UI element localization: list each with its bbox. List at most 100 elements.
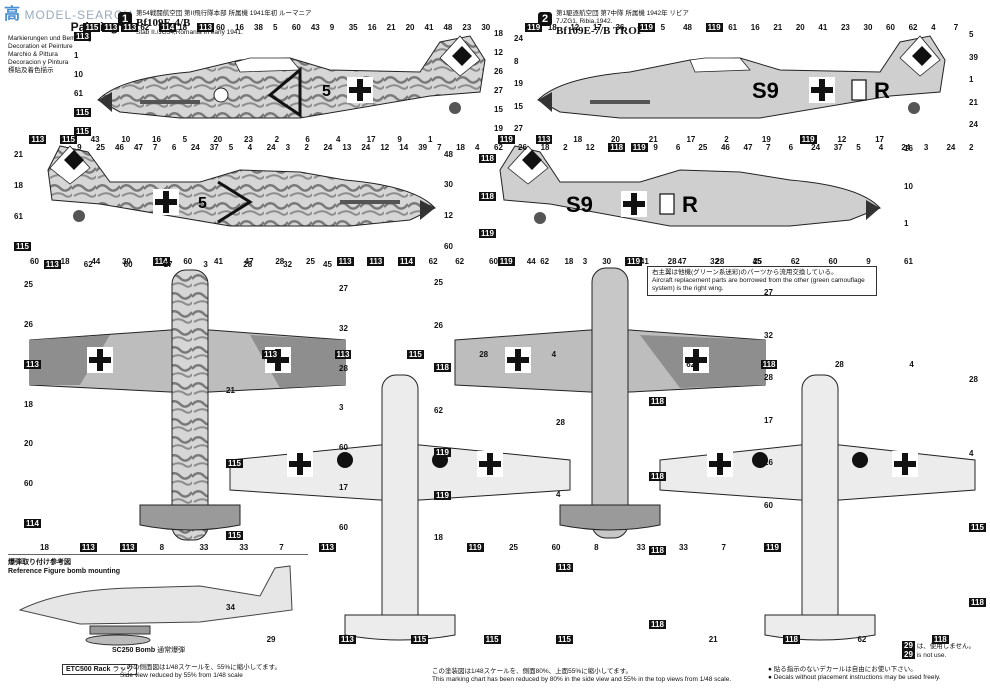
decal-callout: 18 — [573, 135, 583, 144]
decal-callout: 18 — [434, 533, 443, 543]
decal-callout: 119 — [434, 490, 451, 500]
decal-callout: 119 — [705, 23, 723, 32]
decal-callout: 18 — [60, 257, 70, 266]
decal-callout: 9 — [653, 143, 658, 152]
decal-callout: 119 — [466, 543, 484, 552]
decal-callout: 25 — [698, 143, 708, 152]
decal-callout: 47 — [677, 257, 687, 266]
s2-side2-code-right: R — [682, 192, 698, 217]
decal-callout: 33 — [636, 543, 646, 552]
decal-callout: 2 — [724, 135, 729, 144]
decal-callout: 62 — [494, 143, 503, 152]
decal-callout: 4 — [909, 360, 914, 369]
decal-callout: 23 — [462, 23, 472, 32]
decal-callout: 24 — [361, 143, 371, 152]
decal-callout: 37 — [833, 143, 843, 152]
decal-callout: 14 — [399, 143, 409, 152]
decal-callout: 28 — [667, 257, 677, 266]
legend-line-2: Marchio & Pittura — [8, 51, 58, 58]
decal-callout: 7 — [766, 143, 771, 152]
decal-callout: 118 — [649, 620, 666, 630]
decal-callout: 17 — [764, 415, 773, 425]
decal-callout: 20 — [405, 23, 415, 32]
decal-callout: 8 — [594, 543, 599, 552]
decal-callout: 28 — [834, 360, 844, 369]
decal-callout: 41 — [818, 23, 828, 32]
decal-callout: 18 — [24, 399, 33, 409]
decal-callout: 119 — [764, 543, 781, 552]
decal-callout: 113 — [262, 350, 280, 359]
decal-callout: 113 — [338, 635, 356, 644]
decal-callout: 10 — [904, 181, 913, 191]
decal-callout: 62 — [455, 257, 465, 266]
decal-callout: 7 — [721, 543, 726, 552]
s1-top-view — [29, 269, 346, 541]
decal-callout: 24 — [323, 143, 333, 152]
decal-callout: 17 — [366, 135, 376, 144]
decal-callout: 115 — [74, 127, 91, 137]
decal-callout: 21 — [14, 150, 23, 160]
decal-callout: 28 — [479, 350, 489, 359]
s2-side-code-right: R — [874, 78, 890, 103]
parts-note-en: Aircraft replacement parts are borrowed … — [652, 277, 865, 292]
decal-callout: 28 — [556, 417, 565, 427]
decal-callout: 113 — [29, 135, 47, 144]
decal-callout: 12 — [444, 211, 453, 220]
decal-callout: 18 — [547, 23, 557, 32]
bomb-scale: このの側面図は1/48スケールを、55%に縮小してます。 Side view r… — [120, 664, 281, 680]
unused-jp: は、使用しません。 — [916, 643, 976, 650]
legend-line-4: 標貼及着色描示 — [8, 67, 54, 74]
decal-callout: 16 — [152, 135, 161, 144]
decal-callout: 62 — [540, 257, 550, 266]
decal-callout: 27 — [494, 86, 503, 96]
legend-line-1: Decoration et Peinture — [8, 43, 73, 50]
decal-callout: 25 — [434, 278, 443, 288]
decal-callout: 26 — [434, 320, 443, 330]
decal-callout: 18 — [494, 29, 503, 39]
decal-callout: 113 — [74, 32, 91, 42]
decal-callout: 30 — [602, 257, 612, 266]
decal-callout: 25 — [96, 143, 105, 152]
decal-callout: 61 — [728, 23, 738, 32]
decal-callout: 62 — [908, 23, 918, 32]
decal-callout: 26 — [518, 143, 527, 152]
unused-en: is not use. — [916, 652, 947, 659]
decal-callout: 4 — [969, 449, 974, 459]
decal-callout: 60 — [764, 500, 773, 510]
s1-bottom-view — [229, 374, 571, 641]
decal-callout: 119 — [497, 135, 515, 144]
decal-callout: 62 — [140, 23, 150, 32]
decal-callout: 118 — [479, 191, 496, 201]
decal-callout: 113 — [79, 543, 97, 552]
s1-side-code: 5 — [322, 83, 331, 100]
sc250-name: SC250 Bomb — [112, 647, 156, 654]
decal-callout: 114 — [159, 23, 177, 32]
decal-callout: 41 — [424, 23, 434, 32]
decal-callout: 5 — [856, 143, 861, 152]
decal-callout: 23 — [840, 23, 850, 32]
scheme2-header: 第1駆逐航空団 第7中隊 所属機 1942年 リビア 7./ZG1, Ribia… — [556, 10, 796, 37]
decal-callout: 4 — [336, 135, 341, 144]
s2-side2-code-left: S9 — [566, 192, 593, 217]
decal-callout: 12 — [837, 135, 847, 144]
s2-bottom-view — [659, 374, 976, 641]
etc-name: ETC500 Rack — [66, 666, 111, 673]
decal-callout: 30 — [481, 23, 491, 32]
decal-callout: 18 — [178, 23, 188, 32]
decal-callout: 113 — [121, 23, 139, 32]
decal-callout: 9 — [77, 143, 82, 152]
decal-callout: 20 — [611, 135, 620, 144]
decal-callout: 38 — [254, 23, 263, 32]
decal-callout: 15 — [514, 101, 523, 111]
decal-callout: 60 — [24, 479, 33, 489]
decal-callout: 16 — [750, 23, 760, 32]
decal-callout: 2 — [304, 143, 309, 152]
unused-badge-1: 29 — [902, 641, 915, 650]
decal-callout: 12 — [585, 143, 595, 152]
decal-callout: 24 — [266, 143, 276, 152]
decal-callout: 27 — [764, 288, 773, 298]
footer-decal-jp: ● 貼る指示のないデカールは自由にお使い下さい。 — [768, 666, 917, 673]
decal-callout: 17 — [592, 23, 602, 32]
decal-callout: 9 — [866, 257, 871, 266]
decal-callout: 60 — [339, 443, 348, 453]
